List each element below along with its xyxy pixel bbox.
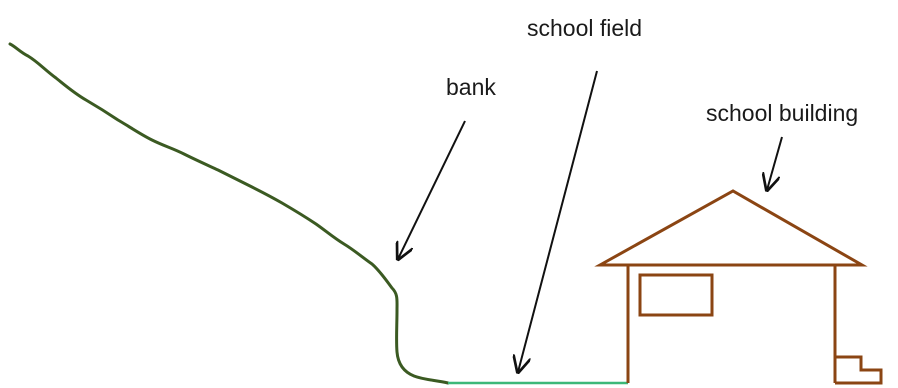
school-building-label: school building [706,102,858,125]
building-walls [628,265,835,383]
building-roof [600,191,862,265]
building-window [640,275,712,315]
bank-label: bank [446,76,496,99]
school-field-label: school field [527,17,642,40]
school-building-arrow [767,137,782,190]
school-field-arrow [518,71,597,372]
school-building [600,191,881,383]
bank-arrow [398,121,465,259]
bank-line [10,44,448,383]
building-steps [835,357,881,383]
